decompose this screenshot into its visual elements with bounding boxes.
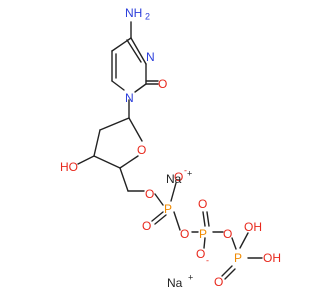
furanose-oxygen: O [137, 143, 146, 157]
bridge-oxygen-2: O [223, 227, 232, 241]
sodium-ion-1: Na [166, 172, 182, 186]
amine-subscript: 2 [145, 11, 150, 21]
bond [154, 193, 164, 206]
bond-lines [77, 21, 263, 280]
p1-oxide-oxygen: O [174, 170, 183, 184]
bond [128, 117, 143, 142]
bond [93, 129, 101, 157]
bond [119, 167, 129, 192]
bond [151, 211, 164, 222]
bond [203, 237, 206, 249]
ring-nitrogen-bottom: N [125, 91, 134, 105]
bond [154, 214, 167, 225]
bond [231, 237, 237, 250]
p3-hydroxyl-right: OH [263, 251, 281, 265]
bond [126, 39, 142, 63]
amine-label: NH [125, 6, 142, 20]
bond [206, 211, 210, 227]
bond [119, 155, 139, 169]
structure-canvas: NH 2 N N O O HO O P O - O O P O O - O P … [60, 6, 281, 291]
p2-oxide-charge: - [206, 255, 209, 265]
bridge-oxygen-1: O [180, 227, 189, 241]
phosphorus-2: P [199, 227, 207, 241]
bond [173, 211, 181, 231]
p2-oxide-oxygen: O [196, 247, 205, 261]
carbonyl-oxygen: O [158, 77, 167, 91]
bond [221, 265, 233, 277]
bond [239, 232, 249, 249]
bond [111, 80, 125, 91]
bond [93, 155, 121, 169]
bond [224, 268, 236, 280]
molecule-drawing: NH 2 N N O O HO O P O - O O P O O - O P … [60, 6, 281, 290]
p3-double-oxygen: O [214, 275, 223, 289]
bond [77, 155, 95, 165]
hydroxyl-label: HO [60, 160, 78, 174]
phosphorus-3: P [234, 251, 242, 265]
sodium-ion-2-charge: + [188, 272, 193, 282]
phosphorus-1: P [164, 202, 172, 216]
bond [99, 117, 130, 131]
p3-hydroxyl-top: OH [244, 220, 262, 234]
sodium-ion-2: Na [167, 276, 183, 290]
p2-double-oxygen: O [198, 197, 207, 211]
bond [134, 83, 147, 93]
bond [111, 37, 132, 52]
bond [170, 182, 177, 202]
p1-double-oxygen: O [142, 219, 151, 233]
sodium-ion-1-charge: + [187, 168, 192, 178]
ring-nitrogen-top: N [146, 50, 155, 64]
p1-oxide-charge: - [184, 165, 187, 175]
bond [130, 37, 147, 65]
bond [202, 211, 206, 227]
ester-oxygen: O [145, 187, 154, 201]
